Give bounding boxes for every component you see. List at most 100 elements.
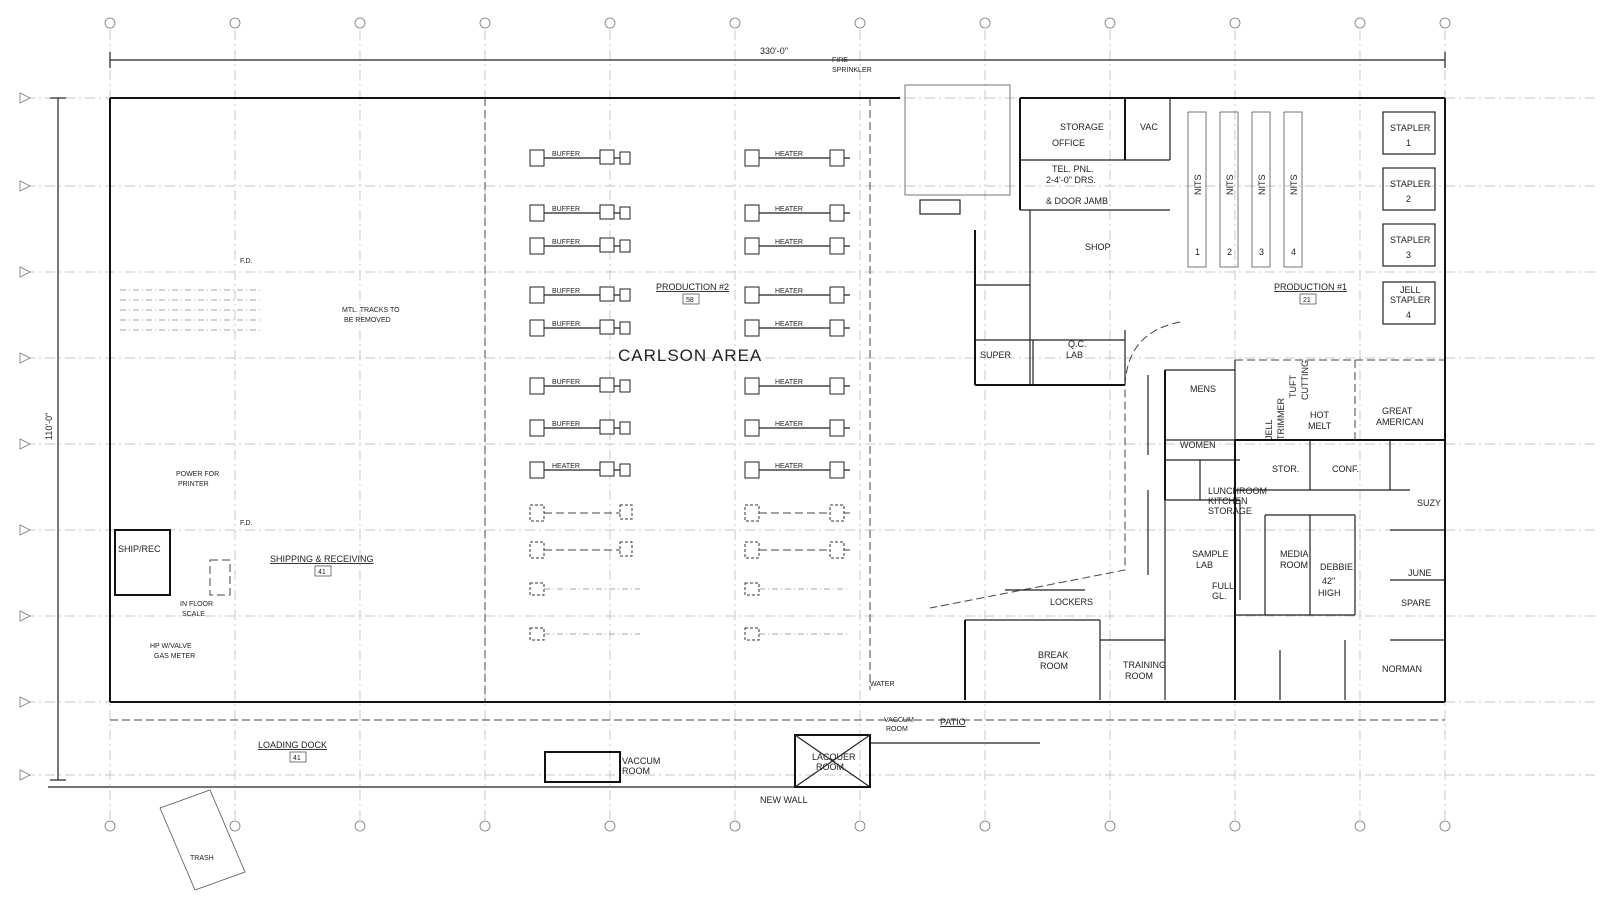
machine-label: HEATER — [775, 239, 803, 246]
stapler-number: 1 — [1406, 138, 1411, 148]
sample-lab-label: SAMPLE — [1192, 549, 1229, 559]
machine-label: BUFFER — [552, 379, 580, 386]
floor-drain-note: F.D. — [240, 258, 253, 265]
hot-melt-label: MELT — [1308, 421, 1332, 431]
machine-label: BUFFER — [552, 151, 580, 158]
fire-sprinkler-note: SPRINKLER — [832, 67, 872, 74]
machine-label: BUFFER — [552, 288, 580, 295]
water-note: WATER — [870, 681, 895, 688]
stapler-label: STAPLER — [1390, 179, 1431, 189]
interior-walls — [114, 84, 1445, 891]
spare-label: SPARE — [1401, 598, 1431, 608]
stapler-prefix: JELL — [1400, 285, 1421, 295]
vaccum-room-note: ROOM — [886, 726, 908, 733]
door-jamb-note: & DOOR JAMB — [1046, 196, 1108, 206]
lacquer-room-label: ROOM — [816, 762, 844, 772]
qc-lab-label: Q.C. — [1068, 339, 1087, 349]
machine-row-left — [529, 149, 640, 641]
debbie-label: DEBBIE — [1320, 562, 1353, 572]
production-2-tag: 58 — [686, 297, 694, 304]
machine-label: HEATER — [552, 463, 580, 470]
debbie-label: 42" — [1322, 576, 1335, 586]
lunch-storage-label: STORAGE — [1208, 506, 1252, 516]
production-1-label: PRODUCTION #1 — [1274, 282, 1347, 292]
great-american-label: AMERICAN — [1376, 417, 1424, 427]
nits-label: NITS — [1225, 174, 1235, 195]
jell-trimmer-label: JELL — [1264, 419, 1274, 440]
doors-note: 2-4'-0" DRS. — [1046, 175, 1096, 185]
machine-label: BUFFER — [552, 421, 580, 428]
great-american-label: GREAT — [1382, 406, 1413, 416]
super-label: SUPER — [980, 350, 1012, 360]
depth-dimension: 110'-0" — [44, 413, 54, 440]
fire-sprinkler-note: FIRE — [832, 57, 848, 64]
jell-trimmer-label: TRIMMER — [1276, 398, 1286, 440]
production-2-boundaries — [120, 98, 871, 702]
grid-bubbles — [19, 17, 1451, 832]
break-room-label: ROOM — [1040, 661, 1068, 671]
patio-label: PATIO — [940, 717, 966, 727]
media-room-label: MEDIA — [1280, 549, 1309, 559]
nits-number: 4 — [1291, 247, 1296, 257]
loading-dock-tag: 41 — [293, 755, 301, 762]
power-printer-note: PRINTER — [178, 481, 209, 488]
training-room-label: ROOM — [1125, 671, 1153, 681]
loading-dock-label: LOADING DOCK — [258, 740, 327, 750]
stapler-label: STAPLER — [1390, 123, 1431, 133]
machine-label: HEATER — [775, 379, 803, 386]
machine-label: HEATER — [775, 321, 803, 328]
machine-label: HEATER — [775, 206, 803, 213]
mens-label: MENS — [1190, 384, 1216, 394]
machine-label: HEATER — [775, 463, 803, 470]
floor-drain-note: F.D. — [240, 520, 253, 527]
tuft-cutting-label: TUFT — [1288, 375, 1298, 398]
exterior-walls — [48, 97, 1446, 788]
stapler-number: 4 — [1406, 310, 1411, 320]
women-label: WOMEN — [1180, 440, 1216, 450]
nits-label: NITS — [1193, 174, 1203, 195]
debbie-label: HIGH — [1318, 588, 1341, 598]
stapler-number: 3 — [1406, 250, 1411, 260]
storage-label: STORAGE — [1060, 122, 1104, 132]
stapler-label: STAPLER — [1390, 295, 1431, 305]
nits-label: NITS — [1289, 174, 1299, 195]
machine-label: HEATER — [775, 288, 803, 295]
june-label: JUNE — [1408, 568, 1432, 578]
vac-label: VAC — [1140, 122, 1158, 132]
media-room-label: ROOM — [1280, 560, 1308, 570]
floor-scale-note: IN FLOOR — [180, 601, 213, 608]
new-wall-note: NEW WALL — [760, 795, 808, 805]
machine-label: BUFFER — [552, 239, 580, 246]
suzy-label: SUZY — [1417, 498, 1441, 508]
stapler-number: 2 — [1406, 194, 1411, 204]
tel-pnl-note: TEL. PNL. — [1052, 164, 1094, 174]
tuft-cutting-label: CUTTING — [1300, 360, 1310, 400]
gas-meter-note: GAS METER — [154, 653, 195, 660]
mtl-tracks-note: BE REMOVED — [344, 317, 391, 324]
full-gl-label: FULL — [1212, 581, 1234, 591]
shipping-tag: 41 — [318, 569, 326, 576]
vaccum-room-note: VACCUM — [884, 717, 914, 724]
mtl-tracks-note: MTL. TRACKS TO — [342, 307, 400, 314]
ship-rec-label: SHIP/REC — [118, 544, 161, 554]
production-2-label: PRODUCTION #2 — [656, 282, 729, 292]
nits-number: 1 — [1195, 247, 1200, 257]
lockers-note: LOCKERS — [1050, 597, 1093, 607]
production-1-tag: 21 — [1303, 297, 1311, 304]
norman-label: NORMAN — [1382, 664, 1422, 674]
training-room-label: TRAINING — [1123, 660, 1166, 670]
machine-label: HEATER — [775, 151, 803, 158]
dimension-lines — [50, 52, 1446, 781]
lacquer-room-label: LACQUER — [812, 752, 856, 762]
vaccum-room-label: VACCUM — [622, 756, 660, 766]
break-room-label: BREAK — [1038, 650, 1069, 660]
machine-row-right — [744, 149, 850, 641]
nits-label: NITS — [1257, 174, 1267, 195]
carlson-area-label: CARLSON AREA — [618, 346, 762, 365]
stor-label: STOR. — [1272, 464, 1299, 474]
machine-lines — [529, 149, 850, 641]
nits-number: 2 — [1227, 247, 1232, 257]
machine-label: HEATER — [775, 421, 803, 428]
office-label: OFFICE — [1052, 138, 1085, 148]
